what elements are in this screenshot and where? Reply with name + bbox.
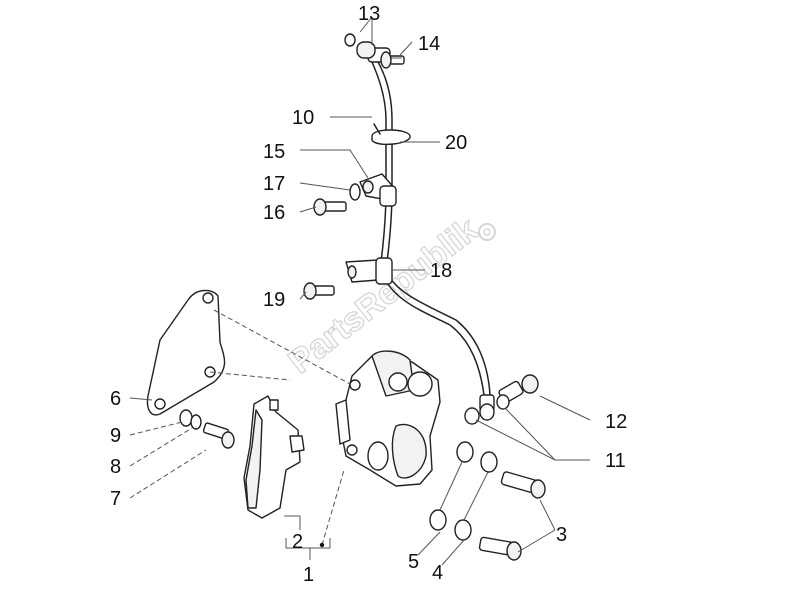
callout-5: 5: [408, 551, 419, 573]
callout-14: 14: [418, 33, 440, 55]
washers-5: [429, 441, 474, 531]
callout-7: 7: [110, 488, 121, 510]
callout-1: 1: [303, 564, 314, 586]
callout-18: 18: [430, 260, 452, 282]
bolt-16: [313, 198, 347, 216]
callout-16: 16: [263, 202, 285, 224]
hose-bracket-18: [345, 257, 393, 285]
callout-17: 17: [263, 173, 285, 195]
sealing-washers-11: [464, 394, 510, 425]
washer-17: [349, 183, 361, 201]
callout-10: 10: [292, 107, 314, 129]
callout-4: 4: [432, 562, 443, 584]
callout-12: 12: [605, 411, 627, 433]
callout-6: 6: [110, 388, 121, 410]
watermark-gear-icon: [478, 223, 496, 241]
bolt-7: [202, 422, 235, 449]
banjo-bolt-14: [380, 51, 405, 69]
bolts-3: [478, 471, 546, 561]
callout-2: 2: [292, 531, 303, 553]
brake-caliper-1: [335, 350, 441, 487]
hose-clip-20: [371, 123, 411, 146]
hose-bracket-15: [359, 173, 397, 207]
bolt-19: [303, 282, 335, 300]
callout-15: 15: [263, 141, 285, 163]
caliper-assembly-dot: [319, 542, 325, 548]
callouts: 13 14 10 20 15 17 16 18 19 6 9 8 7 12 11…: [110, 3, 627, 586]
washer-9: [179, 409, 193, 427]
leader-lines: [129, 16, 591, 566]
callout-8: 8: [110, 456, 121, 478]
callout-20: 20: [445, 132, 467, 154]
washer-8: [190, 414, 202, 430]
caliper-support-plate-6: [146, 289, 226, 416]
callout-9: 9: [110, 425, 121, 447]
callout-13: 13: [358, 3, 380, 25]
callout-19: 19: [263, 289, 285, 311]
callout-11: 11: [605, 450, 626, 472]
washers-4: [454, 451, 498, 541]
brake-pads-2: [243, 395, 305, 519]
callout-3: 3: [556, 524, 567, 546]
